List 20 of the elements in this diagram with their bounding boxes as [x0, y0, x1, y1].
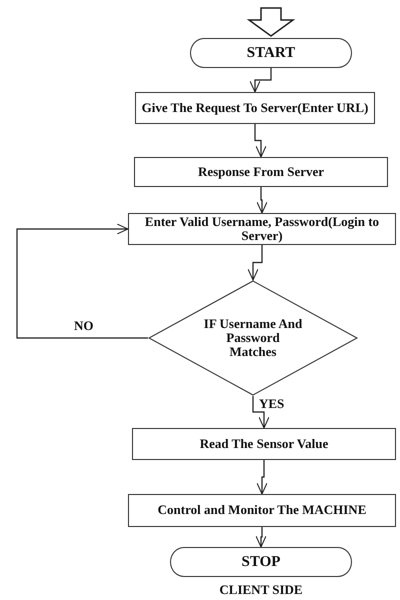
process-label: Response From Server — [196, 164, 326, 180]
arrow — [250, 68, 272, 92]
terminal-label: START — [246, 44, 296, 62]
process-label: Give The Request To Server(Enter URL) — [140, 100, 370, 116]
caption: CLIENT SIDE — [218, 583, 304, 596]
process-label: Control and Monitor The MACHINE — [156, 503, 368, 518]
terminal-label: STOP — [242, 554, 280, 570]
edge-label: YES — [257, 397, 286, 410]
edge-label: NO — [72, 319, 96, 332]
arrow — [254, 124, 266, 158]
block-arrow — [246, 7, 296, 37]
decision-text: IF Username And Password Matches — [203, 316, 303, 360]
arrow — [248, 245, 263, 280]
arrow — [16, 224, 148, 339]
arrow — [256, 460, 268, 494]
arrow — [252, 396, 270, 428]
process-label: Enter Valid Username, Password(Login to Server) — [144, 214, 380, 244]
arrow — [256, 527, 266, 548]
process-label: Read The Sensor Value — [198, 436, 330, 452]
arrow — [256, 187, 268, 214]
